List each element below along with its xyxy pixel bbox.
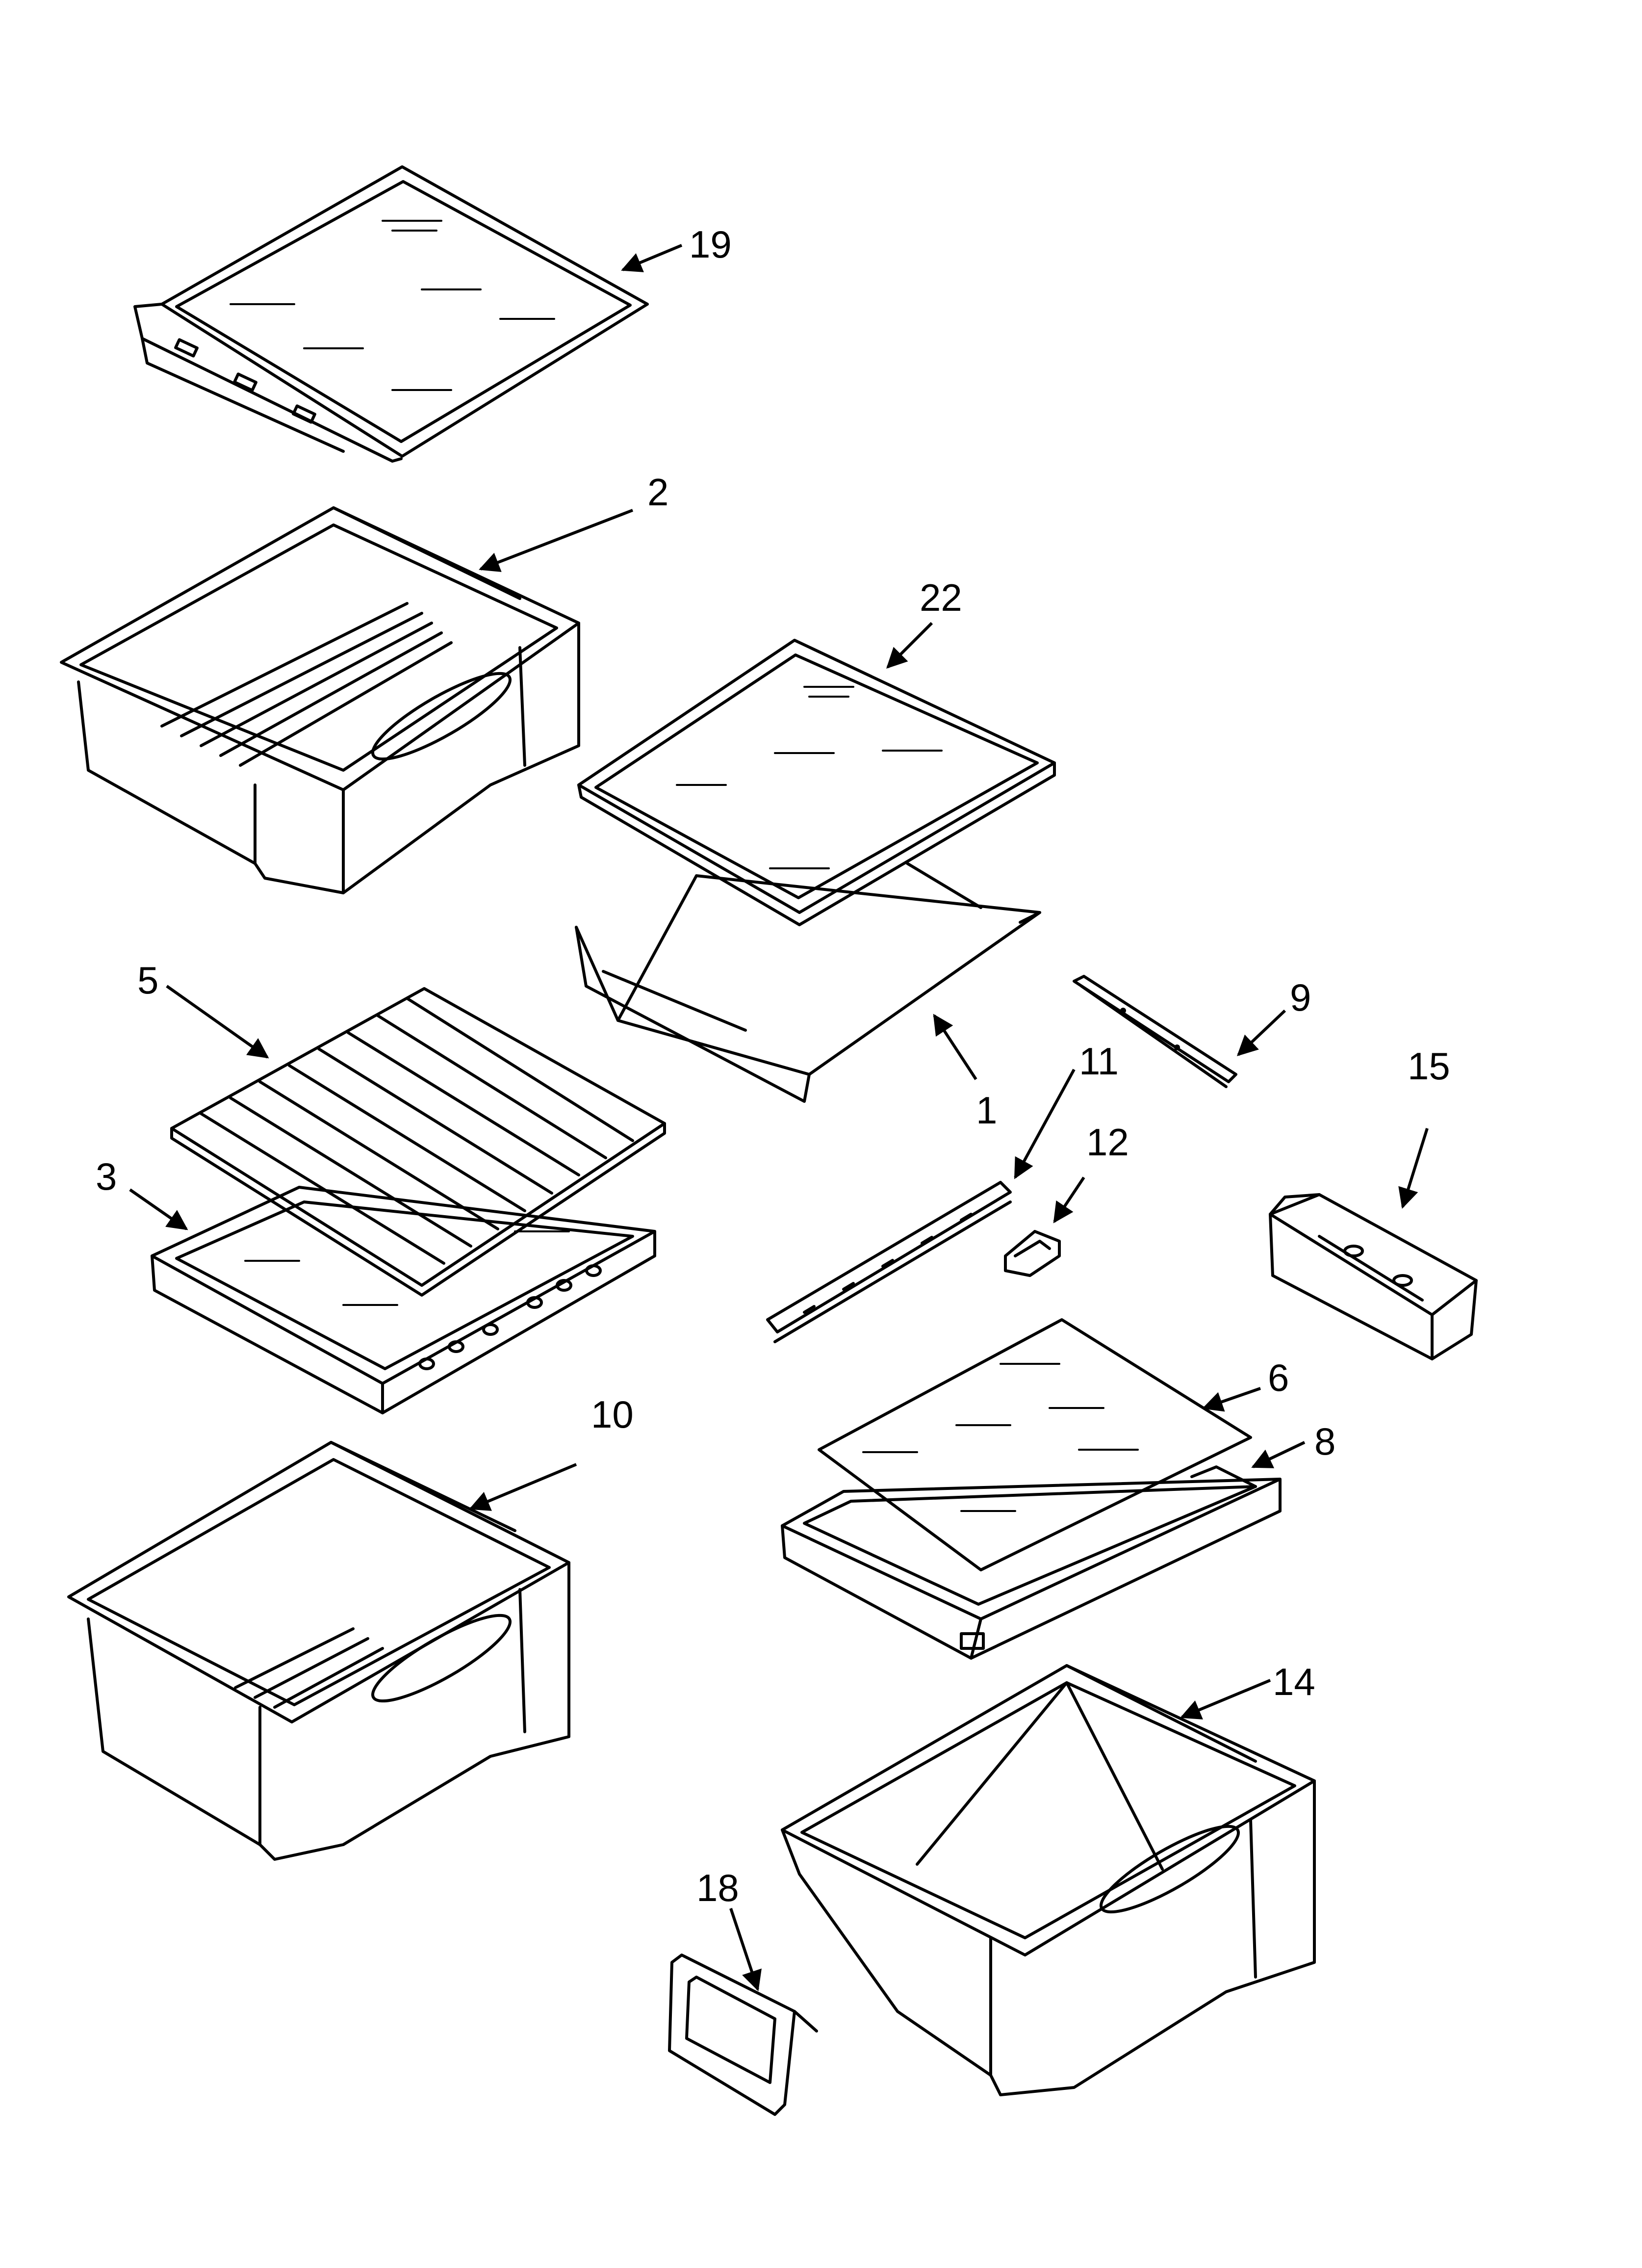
callout-12-leader — [1053, 1176, 1085, 1224]
callout-14: 14 — [1273, 1660, 1315, 1703]
callout-19: 19 — [689, 223, 732, 266]
callout-2-leader — [479, 509, 634, 572]
callout-11: 11 — [1079, 1040, 1119, 1083]
part-22-glass-shelf — [577, 639, 1056, 926]
callout-2: 2 — [647, 470, 668, 514]
callout-11-leader — [1014, 1069, 1076, 1179]
part-8-crisper-frame — [781, 1465, 1282, 1660]
part-6-glass-panel — [818, 1318, 1252, 1571]
callout-9: 9 — [1290, 976, 1311, 1019]
part-18-plate — [668, 1954, 818, 2116]
callout-6: 6 — [1268, 1356, 1289, 1399]
callout-19-leader — [621, 244, 683, 272]
callout-22-leader — [886, 622, 933, 669]
callout-6-leader — [1202, 1387, 1261, 1412]
callout-22: 22 — [920, 576, 962, 619]
part-15-door-bin — [1269, 1193, 1478, 1360]
callout-9-leader — [1236, 1009, 1286, 1056]
callout-15-leader — [1398, 1128, 1429, 1209]
callout-3: 3 — [96, 1155, 117, 1198]
callout-12: 12 — [1086, 1121, 1129, 1164]
part-1-shelf-frame — [575, 862, 1041, 1103]
callout-14-leader — [1180, 1679, 1271, 1720]
callout-8-leader — [1251, 1441, 1306, 1468]
callout-1: 1 — [976, 1089, 997, 1132]
part-11-rail — [766, 1181, 1012, 1343]
callout-3-leader — [129, 1188, 188, 1230]
part-12-clip — [1004, 1230, 1061, 1277]
part-3-crisper-frame — [151, 1186, 656, 1414]
part-5-crisper-cover — [170, 987, 666, 1297]
part-9-rail — [1073, 975, 1237, 1088]
callout-8: 8 — [1314, 1420, 1335, 1463]
callout-10-leader — [469, 1463, 577, 1511]
callout-18: 18 — [696, 1866, 739, 1909]
part-10-crisper-drawer — [67, 1441, 570, 1861]
callout-10: 10 — [591, 1393, 634, 1436]
part-19-glass-shelf — [133, 165, 649, 463]
callout-5: 5 — [137, 959, 158, 1002]
callout-5-leader — [166, 985, 269, 1059]
callout-15: 15 — [1408, 1044, 1450, 1088]
callout-1-leader — [933, 1014, 977, 1080]
part-14-crisper-drawer — [781, 1664, 1316, 2096]
callout-18-leader — [729, 1908, 762, 1991]
part-2-crisper-drawer — [60, 506, 580, 894]
